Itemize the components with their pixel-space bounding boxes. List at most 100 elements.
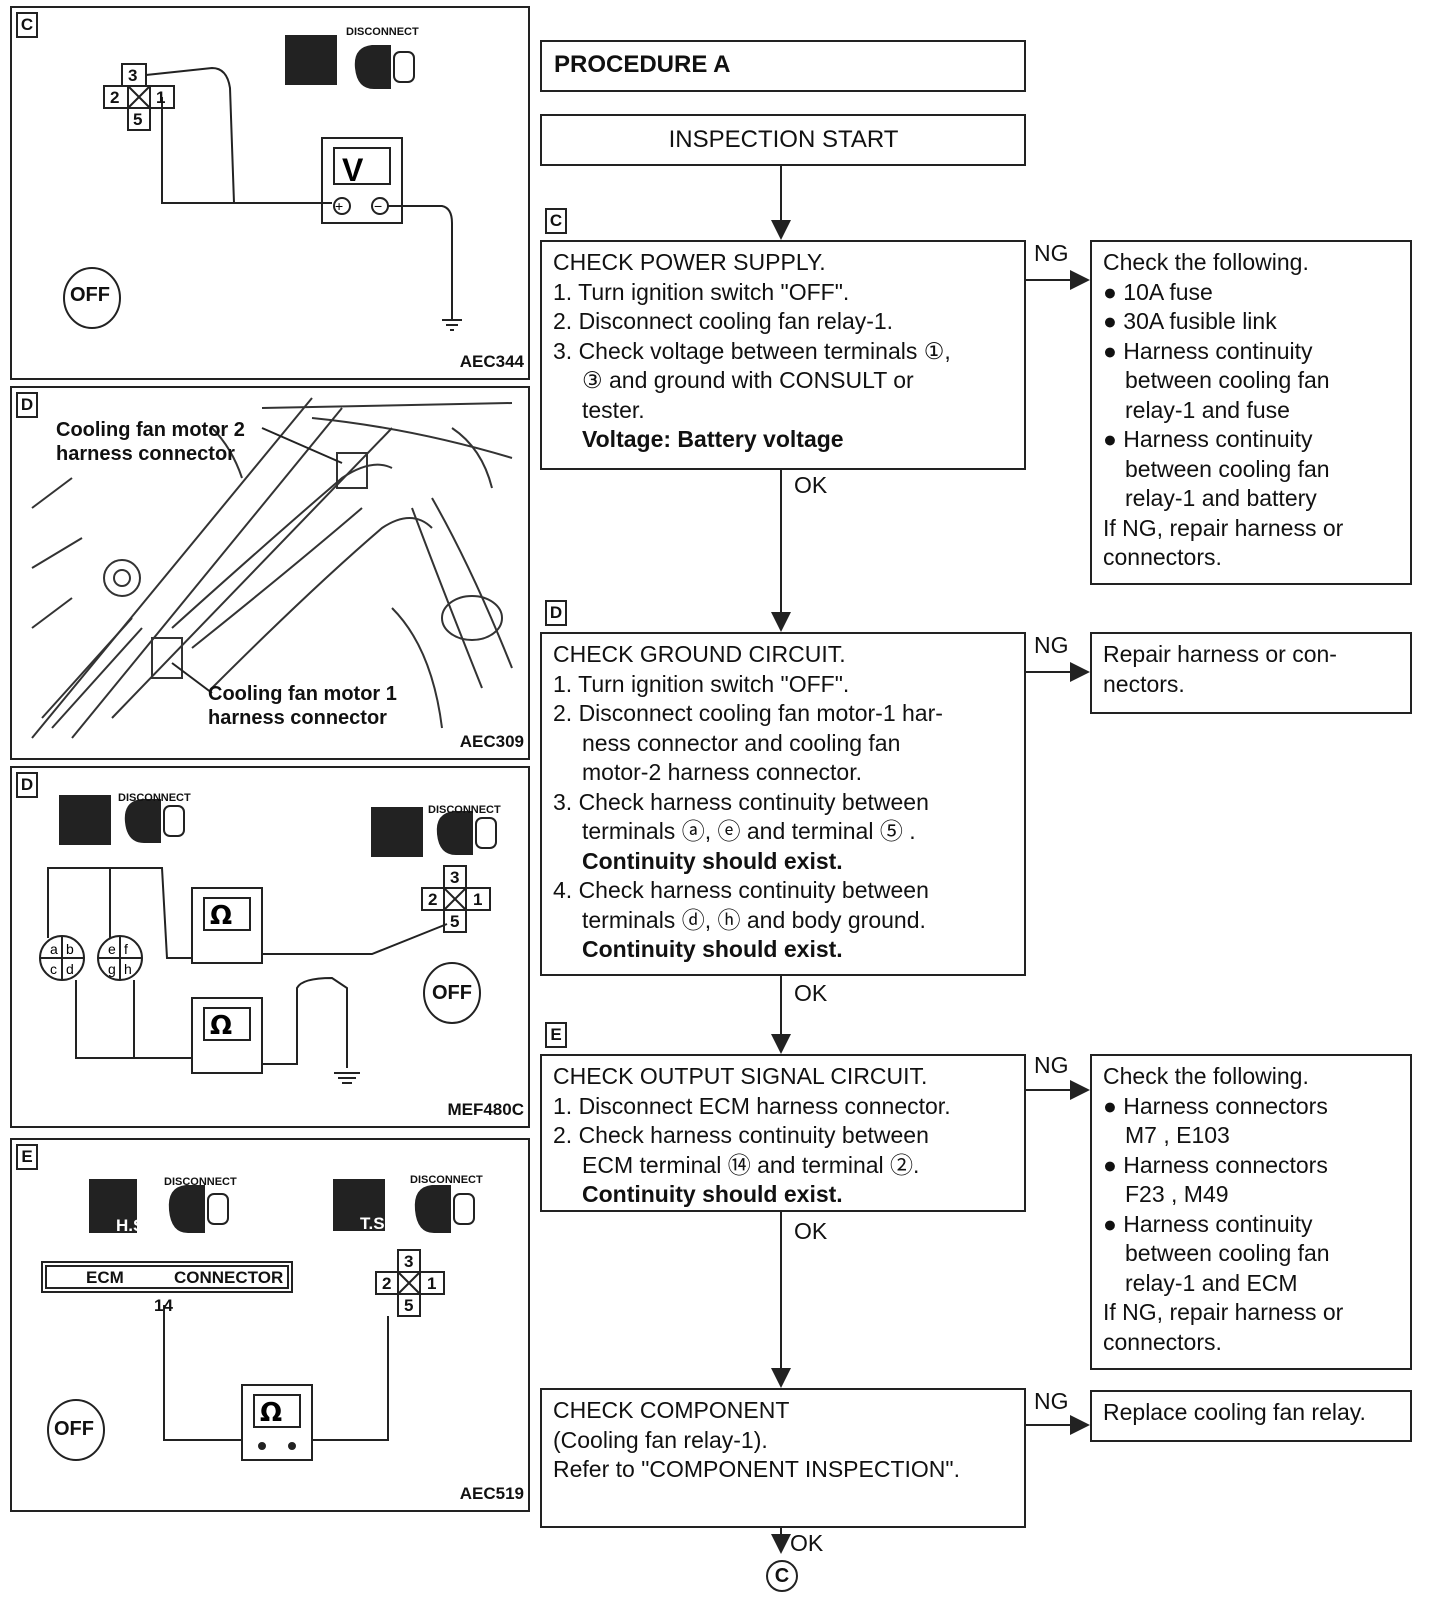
ng-line: between cooling fan (1125, 367, 1330, 393)
step-line: 2. Disconnect cooling fan motor-1 har- (553, 700, 943, 726)
spec-line: Voltage: Battery voltage (582, 426, 844, 452)
switch-label: OFF (70, 284, 110, 306)
ng-line: If NG, repair harness or (1103, 514, 1344, 541)
spec-line: Continuity should exist. (582, 1181, 843, 1207)
step-tag-e: E (545, 1022, 567, 1048)
ng-line: Repair harness or con- (1103, 641, 1337, 667)
step-line: CHECK GROUND CIRCUIT. (553, 641, 846, 667)
diagram-panel-e: E Ω H.S. T.S. DISCONNECT DISCONNECT ECM … (10, 1138, 530, 1512)
disconnect-label: DISCONNECT (346, 26, 419, 38)
ng-line: Check the following. (1103, 249, 1309, 275)
ecm-label: ECM (86, 1268, 124, 1287)
engine-bay-illustration (31, 397, 513, 739)
panel-tag: D (16, 772, 38, 798)
step-line: 3. Check voltage between terminals ①, (553, 337, 951, 364)
step-line: CHECK OUTPUT SIGNAL CIRCUIT. (553, 1063, 928, 1089)
motor2-connector-label: Cooling fan motor 2 harness connector (56, 419, 245, 465)
step-line: ③ and ground with CONSULT or (582, 367, 914, 393)
step-line: CHECK COMPONENT (553, 1397, 790, 1423)
ground-continuity-wiring: Ω Ω a b c d e f g h (39, 795, 497, 1084)
ohm-meter-1: Ω (210, 901, 232, 931)
ng-line: relay-1 and fuse (1125, 396, 1290, 423)
pin-5: 5 (404, 1296, 414, 1315)
step-line: 1. Disconnect ECM harness connector. (553, 1092, 951, 1119)
ng-line: F23 , M49 (1125, 1181, 1229, 1207)
power-supply-ng-box: Check the following. ● 10A fuse ● 30A fu… (1090, 240, 1412, 585)
ng-label: NG (1034, 1388, 1069, 1414)
panel-tag: E (16, 1144, 38, 1170)
pin-5: 5 (133, 110, 143, 129)
procedure-title-text: PROCEDURE A (554, 51, 731, 78)
meter-letter: V (342, 152, 364, 188)
ng-line: connectors. (1103, 1328, 1222, 1355)
disconnect-label: DISCONNECT (428, 804, 501, 816)
ng-label: NG (1034, 240, 1069, 266)
ng-line: between cooling fan (1125, 1240, 1330, 1266)
svg-text:h: h (124, 961, 132, 977)
ng-line: connectors. (1103, 544, 1222, 570)
ok-label: OK (794, 472, 828, 498)
ok-label: OK (794, 1218, 828, 1244)
ng-line: nectors. (1103, 670, 1185, 697)
ng-line: ● 10A fuse (1103, 278, 1213, 305)
svg-text:b: b (66, 941, 74, 957)
ng-line: relay-1 and battery (1125, 485, 1317, 511)
ng-line: ● Harness connectors (1103, 1151, 1328, 1178)
ng-line: relay-1 and ECM (1125, 1269, 1298, 1296)
diagram-panel-c: C V + − DISCONNECT OFF 3 2 1 5 AEC344 (10, 6, 530, 380)
motor1-connector-label: Cooling fan motor 1 harness connector (208, 683, 397, 729)
switch-label: OFF (432, 982, 472, 1004)
step-line: CHECK POWER SUPPLY. (553, 249, 826, 275)
ohm-meter-2: Ω (210, 1011, 232, 1041)
ground-circuit-ng-box: Repair harness or con- nectors. (1090, 632, 1412, 714)
diagram-panel-d-location: D Cooling fan motor 2 harness connector … (10, 386, 530, 760)
check-output-signal-box: CHECK OUTPUT SIGNAL CIRCUIT. 1. Disconne… (540, 1054, 1026, 1212)
step-line: ECM terminal ⑭ and terminal ②. (582, 1151, 920, 1178)
step-line: motor-2 harness connector. (582, 759, 862, 785)
pin-3: 3 (128, 66, 138, 85)
check-power-supply-box: CHECK POWER SUPPLY. 1. Turn ignition swi… (540, 240, 1026, 470)
ng-line: ● Harness continuity (1103, 337, 1313, 364)
figure-code: AEC519 (459, 1484, 524, 1503)
step-line: 4. Check harness continuity between (553, 877, 929, 903)
panel-tag: D (16, 392, 38, 418)
pin-3: 3 (450, 868, 460, 887)
svg-text:a: a (50, 941, 58, 957)
diagram-panel-d-continuity: D Ω Ω a b (10, 766, 530, 1128)
ng-label: NG (1034, 632, 1069, 658)
ng-line: between cooling fan (1125, 455, 1330, 482)
check-ground-circuit-box: CHECK GROUND CIRCUIT. 1. Turn ignition s… (540, 632, 1026, 976)
step-line: tester. (582, 396, 645, 423)
ng-line: ● Harness continuity (1103, 426, 1313, 452)
figure-code: MEF480C (447, 1100, 524, 1119)
pin-2: 2 (382, 1274, 392, 1293)
ecm-terminal-label: 14 (154, 1296, 173, 1315)
step-line: 1. Turn ignition switch "OFF". (553, 670, 850, 697)
pin-1: 1 (156, 88, 166, 107)
spec-line: Continuity should exist. (582, 847, 843, 874)
spec-line: Continuity should exist. (582, 936, 843, 962)
svg-text:f: f (124, 941, 128, 957)
step-line: Refer to "COMPONENT INSPECTION". (553, 1456, 960, 1482)
inspection-start-box: INSPECTION START (540, 114, 1026, 166)
ohm-meter: Ω (260, 1398, 282, 1428)
disconnect-label: DISCONNECT (410, 1174, 483, 1186)
ng-line: ● 30A fusible link (1103, 308, 1277, 334)
step-tag-c: C (545, 208, 567, 234)
svg-text:−: − (374, 198, 382, 214)
output-signal-ng-box: Check the following. ● Harness connector… (1090, 1054, 1412, 1370)
step-line: ness connector and cooling fan (582, 729, 901, 756)
voltage-check-wiring: V + − (63, 35, 462, 331)
end-connector-c: C (766, 1560, 798, 1592)
disconnect-label: DISCONNECT (164, 1176, 237, 1188)
ng-label: NG (1034, 1052, 1069, 1078)
check-component-box: CHECK COMPONENT (Cooling fan relay-1). R… (540, 1388, 1026, 1528)
step-line: terminals ⓐ, ⓔ and terminal ⑤ . (582, 818, 916, 844)
figure-code: AEC344 (459, 352, 524, 371)
step-line: 3. Check harness continuity between (553, 788, 929, 815)
ng-line: If NG, repair harness or (1103, 1299, 1344, 1325)
pin-2: 2 (110, 88, 120, 107)
panel-tag: C (16, 12, 38, 38)
pin-1: 1 (473, 890, 483, 909)
